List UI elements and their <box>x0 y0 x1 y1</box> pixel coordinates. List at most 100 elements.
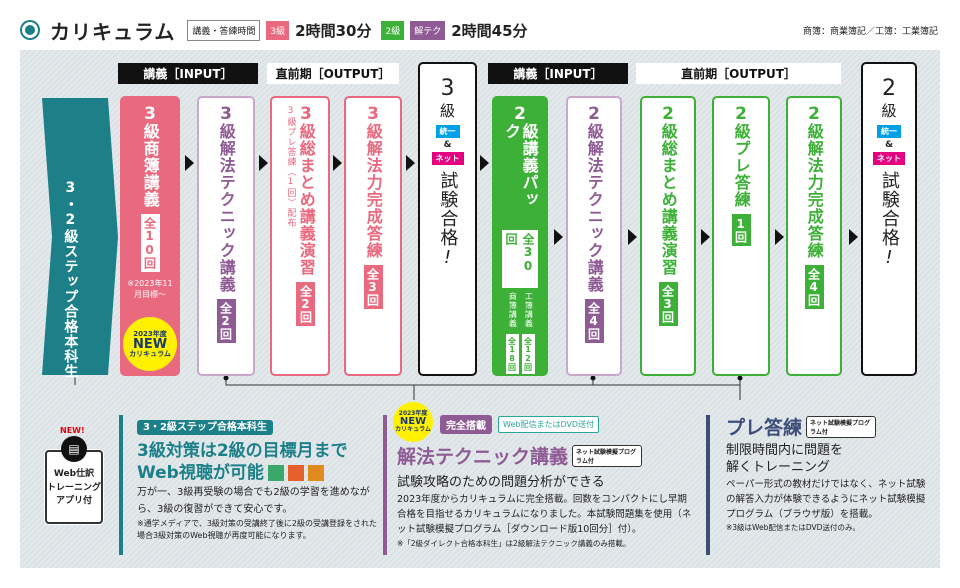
col-3-kaitech-lecture[interactable]: 3 級解法テクニック講義 全2回 <box>197 96 255 376</box>
count-badge: 全3回 <box>363 265 383 309</box>
col-title: 級講義パック <box>502 123 539 208</box>
col-3-shobo-lecture[interactable]: 3 級商簿講義 全10回 ※2023年11月目標～ 2023年度 NEW カリキ… <box>120 96 180 376</box>
phase-input-2: 講義［INPUT］ <box>488 63 628 84</box>
pass-3: 3 級 統一 & ネット 試験合格 ! <box>418 62 477 376</box>
sec2-body: 2023年度からカリキュラムに完全搭載。回数をコンパクトにし早期合格を目指せるカ… <box>397 494 692 536</box>
sec1: 3・2級ステップ合格本科生 3級対策は2級の目標月まで Web視聴が可能 万が一… <box>137 415 377 542</box>
new-curriculum-badge: 2023年度 NEW カリキュラム <box>123 317 177 371</box>
grade-num: 3 <box>144 104 156 124</box>
count-badge: 全3回 <box>658 282 678 326</box>
grade-num: 2 <box>588 104 600 124</box>
grade-label: 級 <box>881 102 897 120</box>
pc-icon <box>267 465 284 482</box>
badge-year: 2023年度 <box>398 410 428 417</box>
arrow-right-icon <box>775 229 784 245</box>
sec1-body: 万が一、3級再受験の場合でも2級の学習を進めながら、3級の復習ができて安心です。 <box>137 487 370 516</box>
app-icon: ▤ <box>61 436 87 462</box>
sec2-subhead: 試験攻略のための問題分析ができる <box>397 475 605 490</box>
count-badge: 全30回 <box>502 230 538 288</box>
sec1-bar <box>119 415 123 555</box>
net-badge: ネット <box>873 152 905 165</box>
col-title: 級総まとめ講義演習 <box>658 123 678 276</box>
col-2-pre-exam[interactable]: 2 級プレ答練 1回 <box>712 96 770 376</box>
delivery-tag: Web配信またはDVD送付 <box>498 416 600 433</box>
grade-num: 2 <box>882 76 896 101</box>
sec2: 解法テクニック講義 ネット試験模擬プログラム付 試験攻略のための問題分析ができる… <box>397 442 693 549</box>
phase-output-2: 直前期［OUTPUT］ <box>636 63 841 84</box>
grade-num: 3 <box>367 104 379 124</box>
badge-text: カリキュラム <box>395 426 431 433</box>
program-badge: ネット試験模擬プログラム付 <box>806 415 877 438</box>
grade-num: 3 <box>440 76 455 101</box>
count-badge: 全2回 <box>216 299 236 343</box>
page-title: カリキュラム <box>50 19 176 44</box>
kobo-label: 工簿講義 <box>524 292 534 328</box>
arrow-right-icon <box>406 155 415 171</box>
app-text: トレーニング <box>47 482 102 493</box>
arrow-right-icon <box>480 155 489 171</box>
dvd-icon <box>307 465 324 482</box>
count-badge: 全4回 <box>804 265 824 309</box>
unified-badge: 統一 <box>435 125 460 138</box>
course-arrow-shape <box>42 98 118 375</box>
grade2-badge: 2級 <box>381 20 405 40</box>
arrow-right-icon <box>701 229 710 245</box>
col-2-lecture-pack[interactable]: 2 級講義パック 全30回 工簿講義全12回 商簿講義全18回 <box>492 96 548 376</box>
pass-text: 試験合格 <box>437 171 459 247</box>
amp: & <box>443 140 452 150</box>
grade-num: 2 <box>662 104 674 124</box>
new-curriculum-badge-small: 2023年度 NEW カリキュラム <box>393 402 433 442</box>
sec3-subhead1: 制限時間内に問題を <box>726 443 844 458</box>
sec3-note: ※3級はWeb配信またはDVD送付のみ。 <box>726 523 860 533</box>
sec1-headline1: 3級対策は2級の目標月まで <box>137 441 348 461</box>
program-badge: ネット試験模擬プログラム付 <box>572 444 643 467</box>
sec2-tag: 完全搭載 <box>440 415 492 434</box>
col-2-summary-lecture[interactable]: 2 級総まとめ講義演習 全3回 <box>640 96 696 376</box>
kobo-count: 全12回 <box>521 334 535 374</box>
sec2-headline: 解法テクニック講義 <box>397 446 569 468</box>
col-title: 級解法テクニック講義 <box>584 123 604 293</box>
arrow-right-icon <box>554 229 563 245</box>
shobo-label: 商簿講義 <box>508 292 518 328</box>
amp: & <box>885 140 893 150</box>
col-3-summary-lecture[interactable]: 3 級総まとめ講義演習 全2回 3級プレ答練（1回）配布 <box>270 96 330 376</box>
grade-num: 3 <box>300 104 312 124</box>
net-badge: ネット <box>431 152 464 165</box>
sec1-tag: 3・2級ステップ合格本科生 <box>137 420 273 435</box>
sec1-headline2: Web視聴が可能 <box>137 463 264 484</box>
kaitech-badge: 解テク <box>410 20 446 40</box>
arrow-right-icon <box>333 155 342 171</box>
app-text: アプリ付 <box>55 496 92 506</box>
count-badge: 全10回 <box>140 214 160 272</box>
exclamation: ! <box>443 247 452 268</box>
badge-text: カリキュラム <box>129 349 171 358</box>
col-title: 級商簿講義 <box>140 123 160 208</box>
grade2-time: 2時間45分 <box>451 21 528 40</box>
course-label: 3・2級ステップ合格本科生 <box>62 180 79 379</box>
col-3-kaihoryoku-exam[interactable]: 3 級解法力完成答練 全3回 <box>344 96 402 376</box>
sec3-bar <box>706 415 710 555</box>
col-title: 級解法力完成答練 <box>804 123 824 259</box>
grade3-time: 2時間30分 <box>295 21 372 40</box>
col-title: 級解法力完成答練 <box>363 123 383 259</box>
grade-num: 2 <box>514 104 526 124</box>
sec2-note: ※「2級ダイレクト合格本科生」は2級解法テクニック講義のみ搭載。 <box>397 538 631 548</box>
col-2-kaitech-lecture[interactable]: 2 級解法テクニック講義 全4回 <box>566 96 622 376</box>
col-2-kaihoryoku-exam[interactable]: 2 級解法力完成答練 全4回 <box>786 96 842 376</box>
count-badge: 全2回 <box>296 282 316 326</box>
abbrev-note: 商簿：商業簿記／工簿：工業簿記 <box>802 27 938 37</box>
count-badge: 全4回 <box>584 299 604 343</box>
sec3: プレ答練 ネット試験模擬プログラム付 制限時間内に問題を 解くトレーニング ペー… <box>726 413 931 534</box>
grade-num: 2 <box>735 104 747 124</box>
exclamation: ! <box>885 247 893 268</box>
bullet-icon <box>22 22 38 38</box>
col-title: 級総まとめ講義演習 <box>296 123 316 276</box>
pass-text: 試験合格 <box>878 171 900 247</box>
date-note: ※2023年11月目標～ <box>127 279 173 299</box>
arrow-right-icon <box>849 229 858 245</box>
arrow-right-icon <box>259 155 268 171</box>
grade-num: 2 <box>808 104 820 124</box>
sec2-tags: 完全搭載 Web配信またはDVD送付 <box>440 415 600 434</box>
unified-badge: 統一 <box>877 125 901 138</box>
